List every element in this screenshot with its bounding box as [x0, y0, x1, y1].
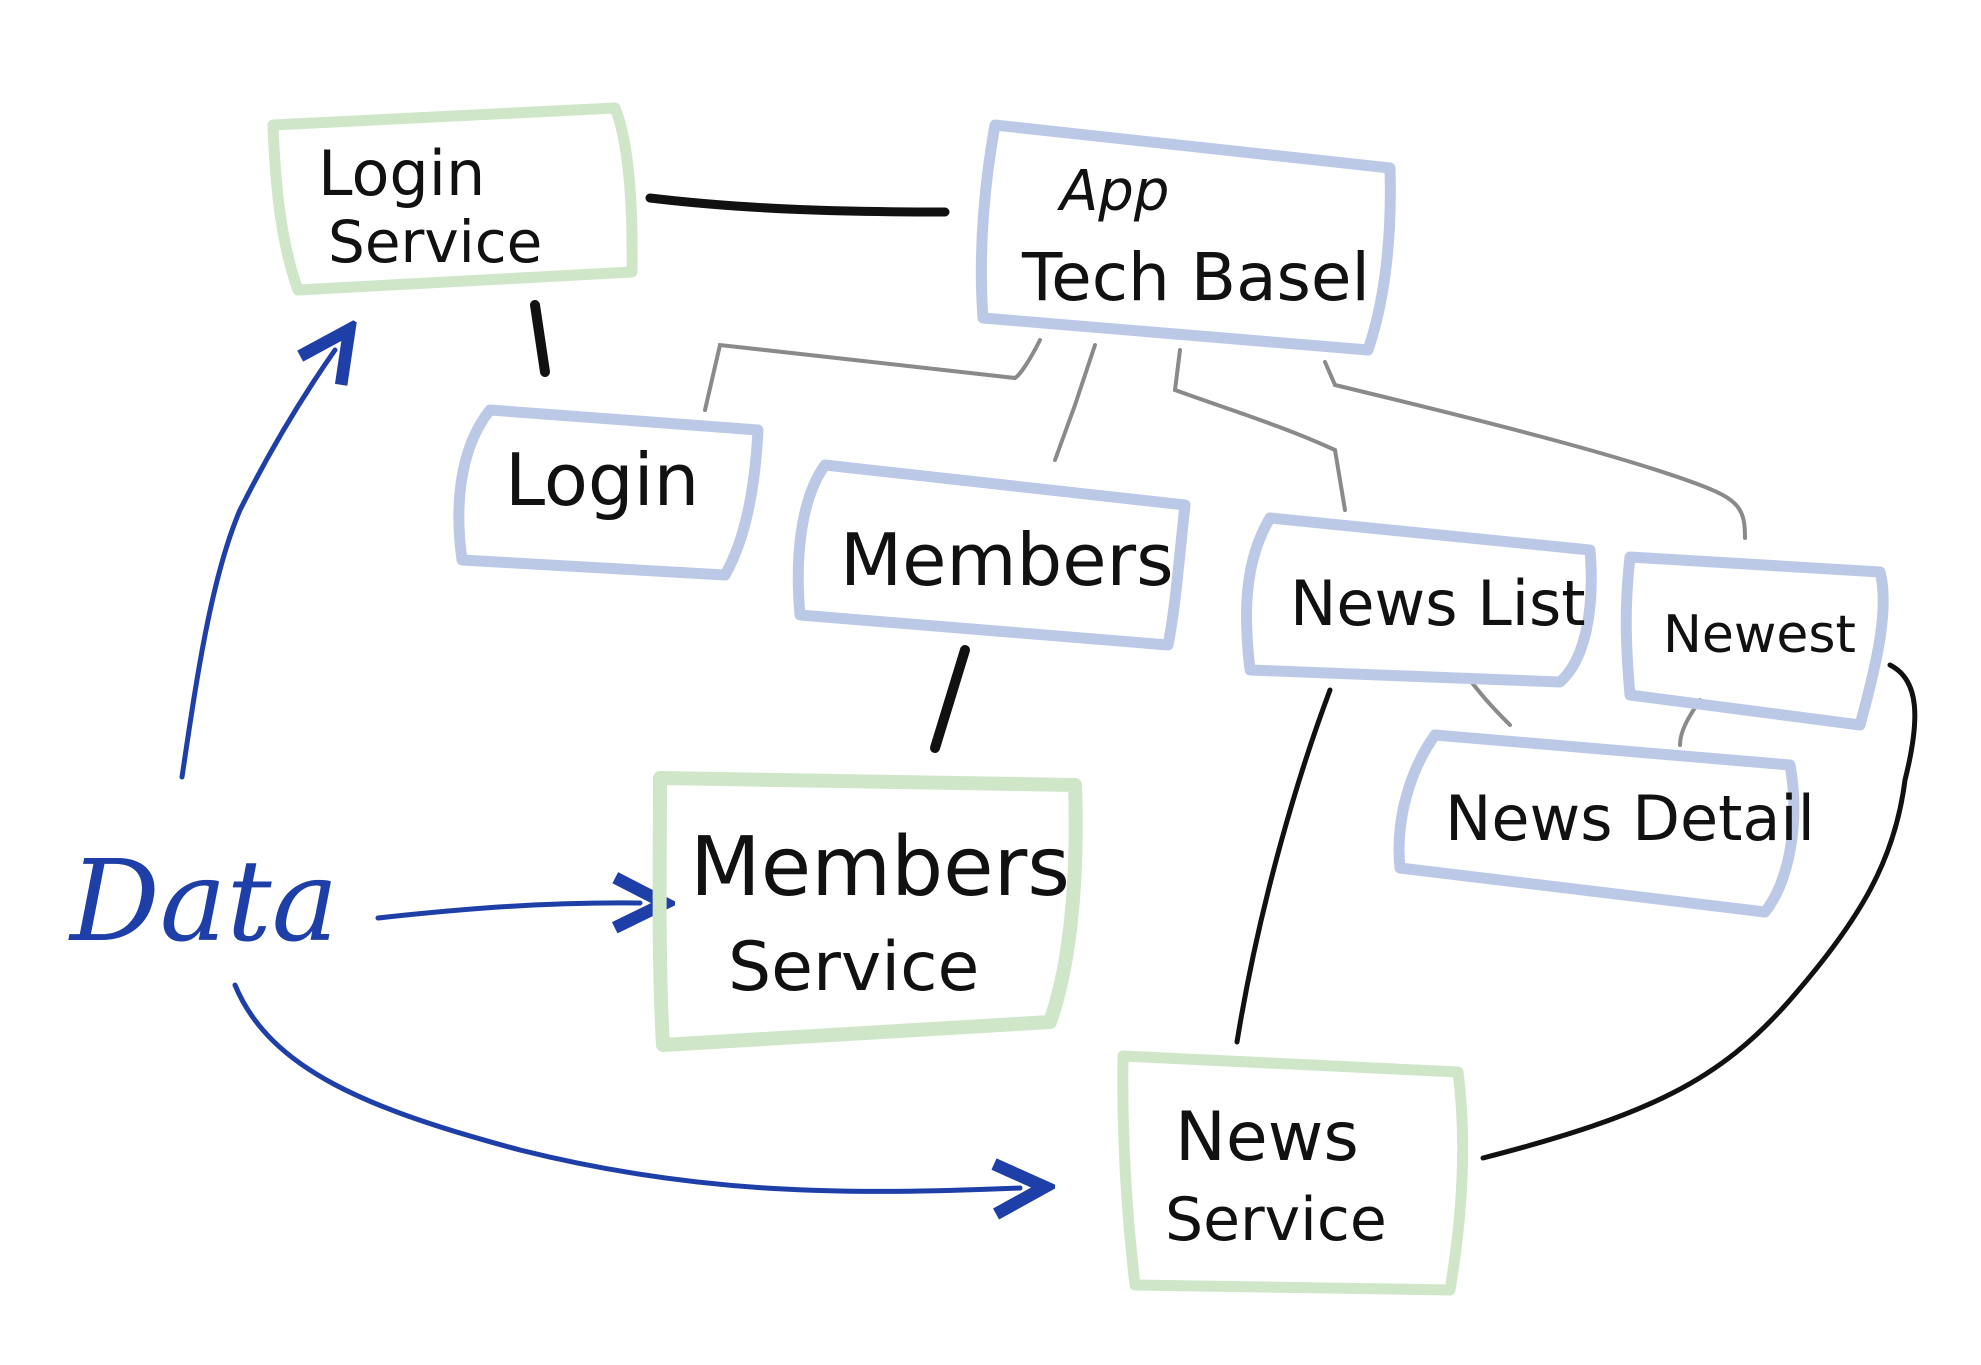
app-title-line1: App — [1057, 159, 1169, 224]
app-box — [975, 119, 1396, 356]
service-login: Login Service — [267, 102, 638, 296]
arrow-data-newsservice — [232, 982, 1020, 1191]
news-service-box — [1117, 1050, 1469, 1296]
edge-members-membersservice — [930, 645, 970, 753]
login-service-line1: Login — [318, 137, 485, 210]
dependency-connectors — [530, 193, 1918, 1161]
component-app: App Tech Basel — [975, 119, 1396, 356]
edge-app-newslist — [1172, 348, 1347, 512]
newest-label: Newest — [1663, 605, 1856, 665]
service-news: News Service — [1117, 1050, 1469, 1296]
news-detail-box — [1393, 729, 1800, 918]
members-service-box — [652, 771, 1083, 1052]
news-service-line2: Service — [1165, 1185, 1387, 1255]
edge-newest-newsservice — [1480, 662, 1918, 1161]
members-service-line2: Service — [728, 928, 979, 1007]
login-box — [453, 404, 764, 581]
edge-newslist-newsservice — [1234, 687, 1333, 1045]
news-list-box — [1241, 512, 1597, 688]
news-service-line1: News — [1175, 1098, 1359, 1177]
arrow-data-loginservice — [179, 350, 335, 780]
component-login: Login — [453, 404, 764, 581]
login-service-line2: Service — [328, 208, 542, 276]
app-title-line2: Tech Basel — [1021, 239, 1370, 316]
login-label: Login — [505, 438, 699, 522]
component-members: Members — [792, 459, 1191, 651]
edge-newslist-newsdetail — [1468, 678, 1512, 727]
edge-app-newest — [1323, 360, 1747, 540]
data-flow-arrows — [179, 350, 1020, 1191]
members-service-line1: Members — [690, 820, 1070, 915]
edge-loginservice-login — [530, 300, 550, 377]
members-label: Members — [840, 518, 1174, 602]
service-members: Members Service — [652, 771, 1083, 1052]
edge-loginservice-app — [645, 193, 950, 217]
component-news-detail: News Detail — [1393, 729, 1815, 918]
arrow-data-membersservice — [375, 903, 640, 918]
edge-app-login — [703, 338, 1042, 412]
login-service-box — [267, 102, 638, 296]
newest-box — [1620, 551, 1889, 731]
component-news-list: News List — [1241, 512, 1597, 688]
news-list-label: News List — [1290, 567, 1586, 640]
component-newest: Newest — [1620, 551, 1889, 731]
data-source-label: Data — [68, 837, 338, 967]
members-box — [792, 459, 1191, 651]
edge-app-members — [1053, 343, 1097, 462]
news-detail-label: News Detail — [1445, 782, 1815, 855]
